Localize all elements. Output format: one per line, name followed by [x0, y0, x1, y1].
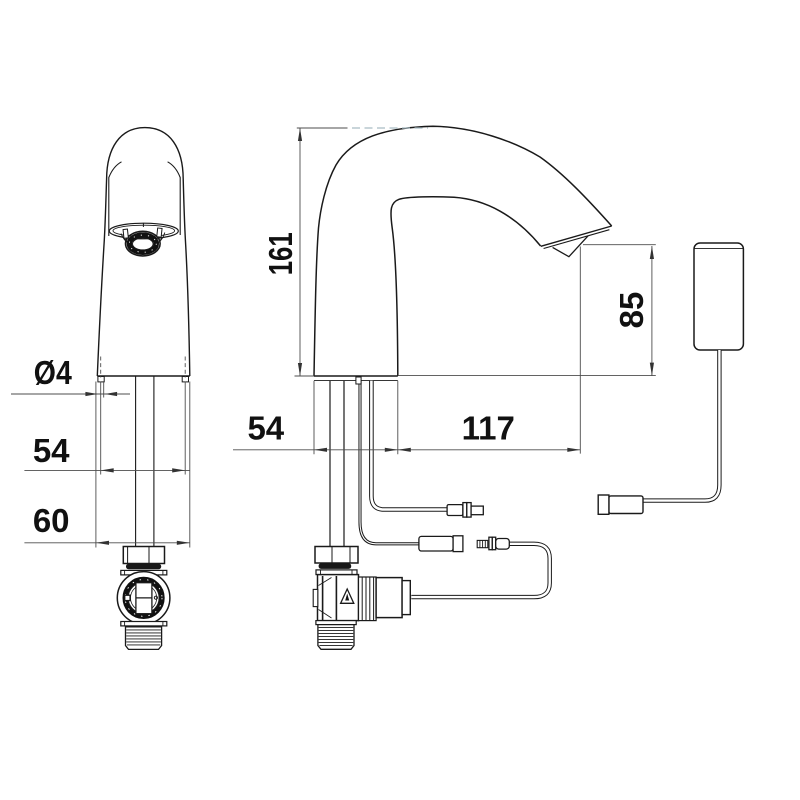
svg-text:60: 60 — [33, 502, 70, 539]
svg-text:54: 54 — [247, 409, 284, 446]
svg-text:161: 161 — [262, 232, 299, 275]
svg-text:117: 117 — [462, 410, 515, 447]
svg-text:54: 54 — [33, 432, 70, 469]
svg-text:85: 85 — [613, 292, 650, 329]
svg-text:Ø4: Ø4 — [34, 354, 73, 391]
